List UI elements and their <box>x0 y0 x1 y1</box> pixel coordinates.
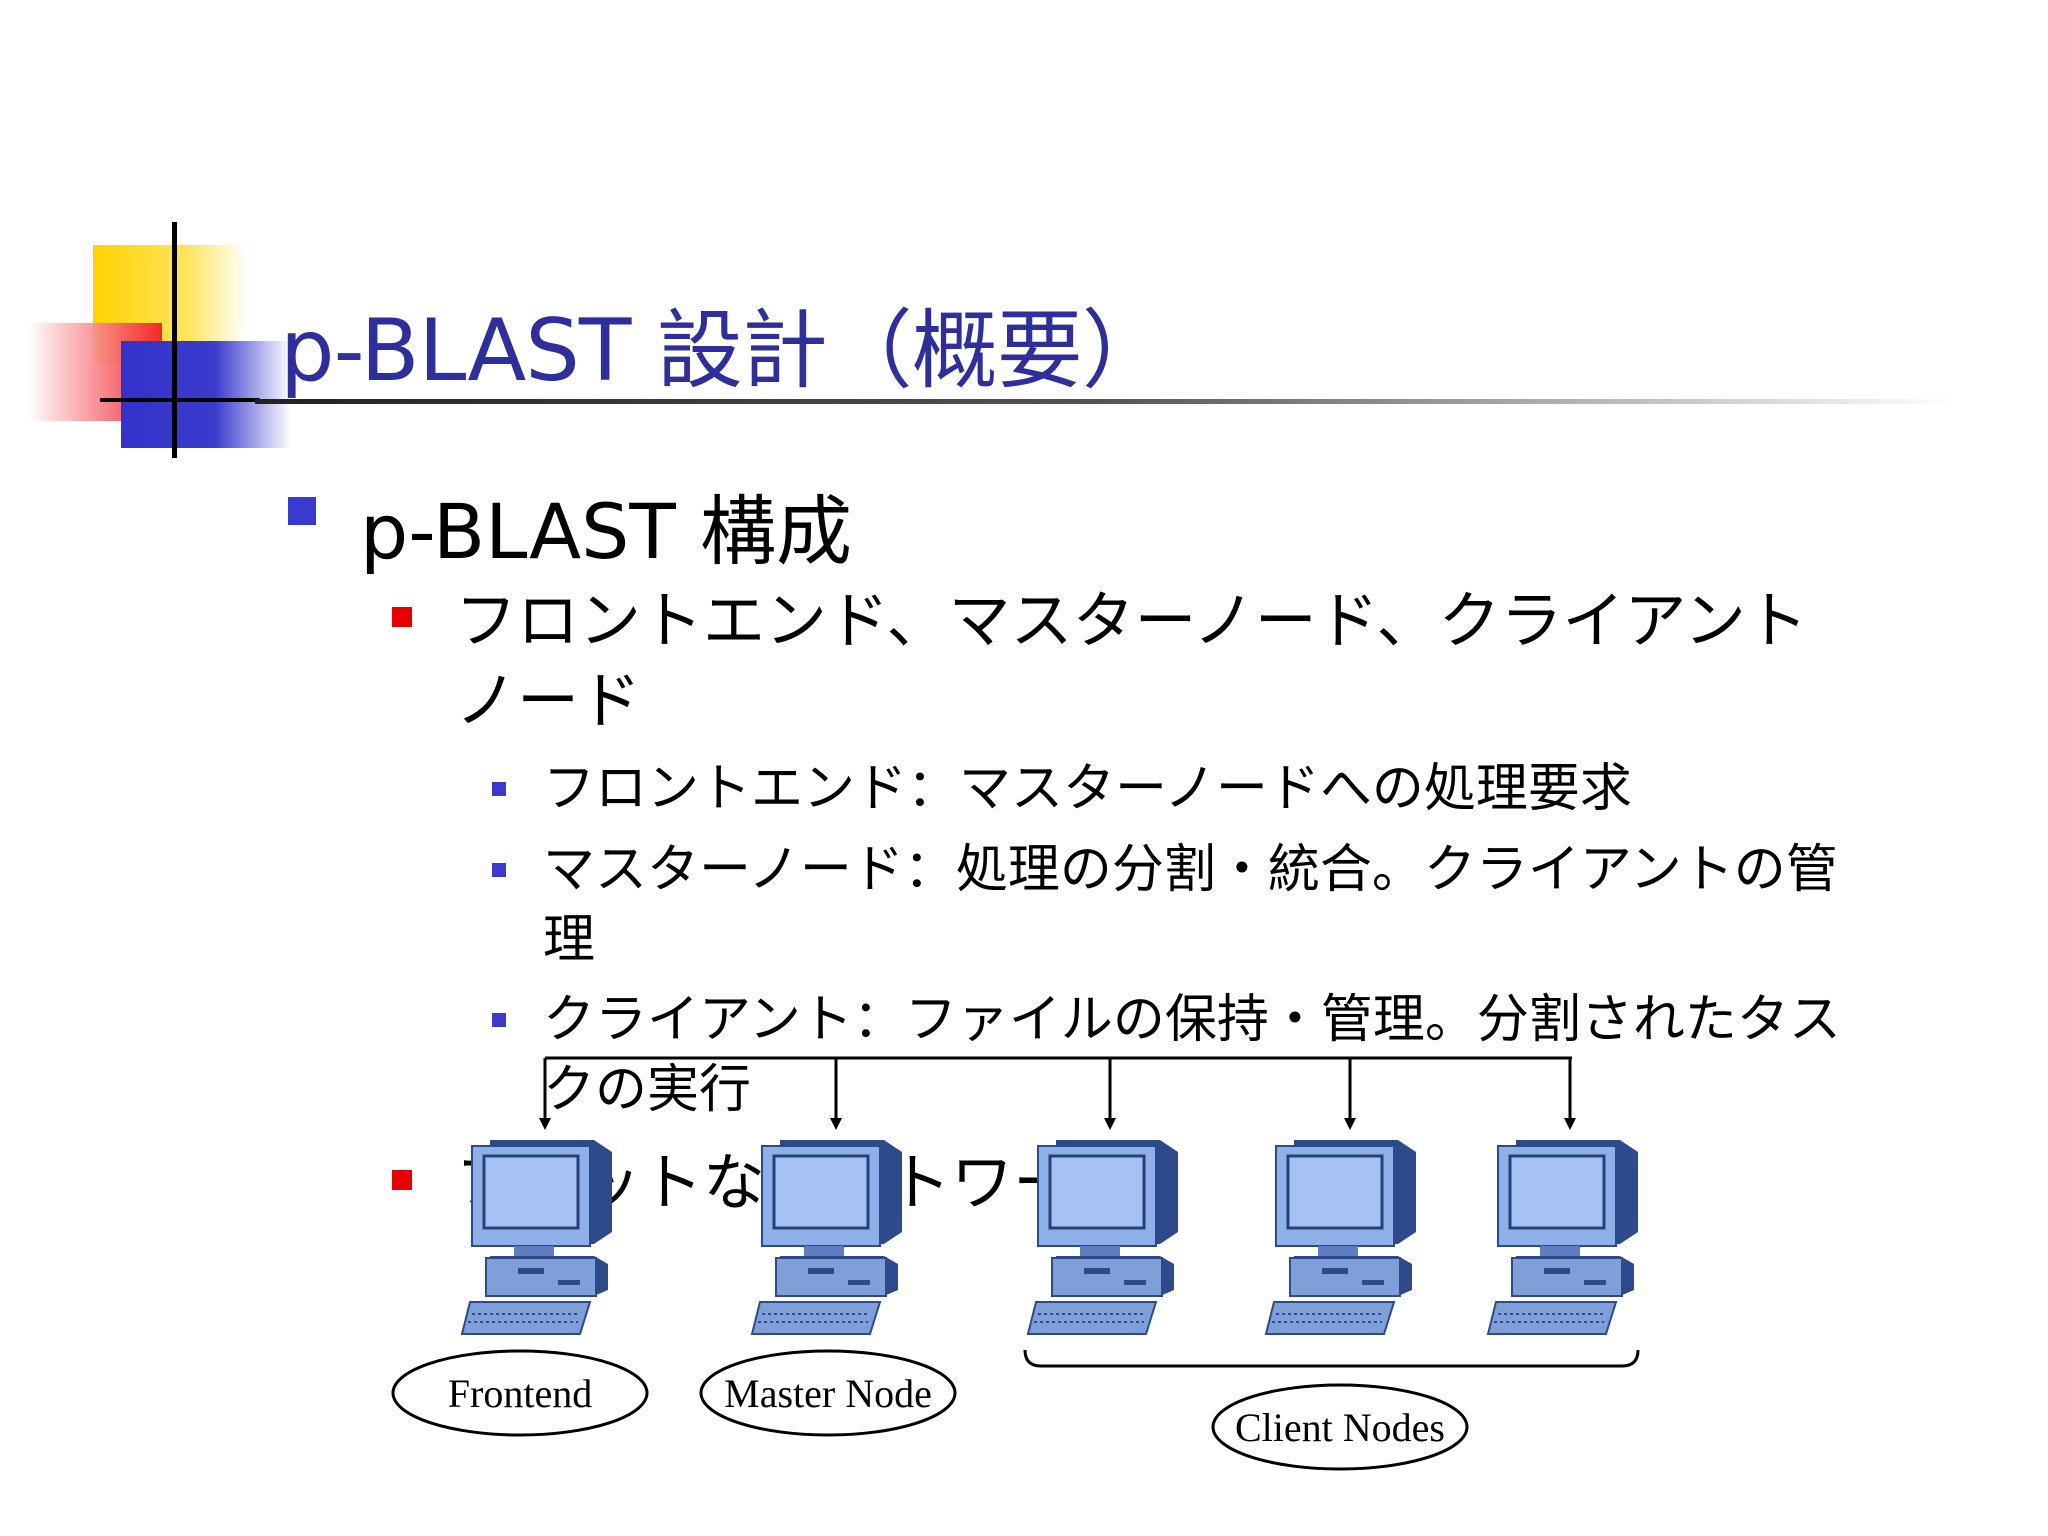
bullet-l3a-text: フロントエンド：マスターノードへの処理要求 <box>543 759 1632 819</box>
computer-icon <box>460 1138 614 1336</box>
master-node-label: Master Node <box>724 1371 932 1416</box>
bullet-l3c-line2: クの実行 <box>543 1060 752 1120</box>
title-rule <box>255 399 1955 404</box>
bullet-level3 <box>492 1013 506 1027</box>
computer-icon <box>750 1138 904 1336</box>
computer-icon <box>1026 1138 1180 1336</box>
frontend-label: Frontend <box>448 1371 592 1416</box>
bullet-l3b-line1: マスターノード：処理の分割・統合。クライアントの管 <box>543 840 1838 900</box>
master-node-label-ellipse <box>699 1349 957 1437</box>
bullet-l1-text: p-BLAST 構成 <box>360 487 852 576</box>
logo-vertical-line <box>172 222 177 458</box>
client-nodes-brace <box>1023 1349 1640 1368</box>
bullet-l2a-line2: ノード <box>455 664 642 737</box>
bullet-level2 <box>392 1170 412 1190</box>
logo-horizontal-line <box>100 398 260 402</box>
computer-icon <box>1486 1138 1640 1336</box>
bullet-level3 <box>492 782 506 796</box>
bullet-l2a-line1: フロントエンド、マスターノード、クライアント <box>455 584 1808 657</box>
logo-blue-square <box>121 341 291 448</box>
bullet-level2 <box>392 607 412 627</box>
bullet-level1 <box>288 497 316 525</box>
bullet-l3b-line2: 理 <box>543 910 596 970</box>
slide-title: p-BLAST 設計（概要） <box>280 301 1168 401</box>
computer-icon <box>1264 1138 1418 1336</box>
client-nodes-label: Client Nodes <box>1235 1405 1445 1450</box>
frontend-label-ellipse <box>391 1349 649 1437</box>
client-nodes-label-ellipse <box>1211 1383 1469 1471</box>
bullet-level3 <box>492 863 506 877</box>
bullet-l3c-line1: クライアント：ファイルの保持・管理。分割されたタス <box>543 990 1841 1050</box>
